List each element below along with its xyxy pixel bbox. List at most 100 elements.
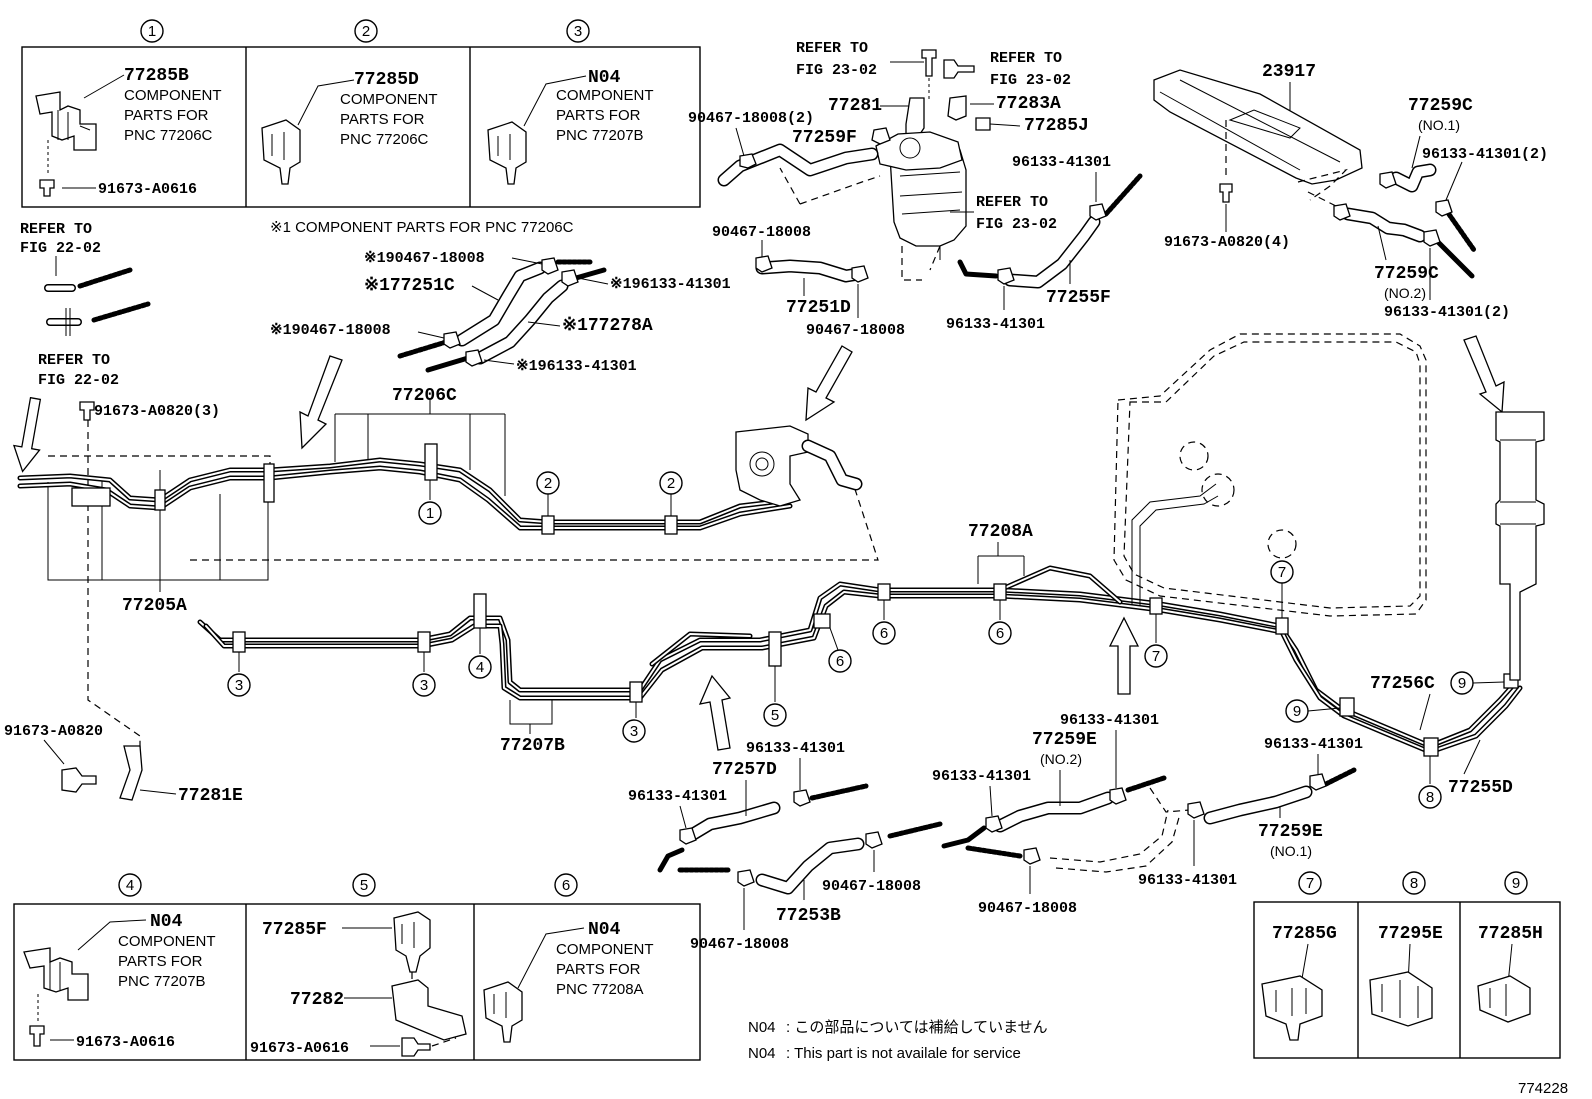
clip-77285j-shape <box>975 117 991 131</box>
label-90467-18008-e: 90467-18008 <box>978 900 1077 917</box>
label-77283a: 77283A <box>996 94 1061 114</box>
svg-text:4: 4 <box>476 659 484 676</box>
figure-number: 774228 <box>1518 1080 1568 1097</box>
part-77285h-label: 77285H <box>1478 924 1543 944</box>
label-23917: 23917 <box>1262 62 1316 82</box>
label-s-96133-41301-a: ※196133-41301 <box>610 276 731 293</box>
callout-9-a: 9 <box>1285 699 1341 723</box>
label-77259c-b-sub: (NO.2) <box>1384 285 1426 301</box>
svg-text:6: 6 <box>562 877 570 894</box>
label-96133-41301-c: 96133-41301 <box>628 788 727 805</box>
detail-2: 77285D COMPONENT PARTS FOR PNC 77206C <box>261 70 438 185</box>
label-90467-18008-b: 90467-18008 <box>806 322 905 339</box>
label-96133-41301-f: 96133-41301 <box>1060 712 1159 729</box>
hose-clip-icon <box>997 267 1015 285</box>
callout-1-pipe: 1 <box>418 480 442 525</box>
bracket-77281e-shape <box>119 745 143 801</box>
bottom-detail-panel-right: 7 8 9 77285G 77295E 77285H <box>1253 871 1561 1059</box>
arrow-to-filter <box>805 345 853 422</box>
label-77208a: 77208A <box>968 522 1033 542</box>
part-77285d-label: 77285D <box>354 70 419 90</box>
svg-text:9: 9 <box>1293 703 1301 720</box>
filter-body-shape <box>889 149 967 247</box>
label-77255d: 77255D <box>1448 778 1513 798</box>
bolt-icon <box>1219 183 1233 203</box>
d3-line-2: PARTS FOR <box>556 107 641 124</box>
label-77257d: 77257D <box>712 760 777 780</box>
callout-2-pipe-a: 2 <box>536 471 560 516</box>
svg-text:3: 3 <box>630 723 638 740</box>
clamp-77295e-shape <box>1369 971 1433 1027</box>
label-96133-41301-a: 96133-41301 <box>1012 154 1111 171</box>
arrow-up-left <box>698 674 732 751</box>
svg-text:6: 6 <box>836 653 844 670</box>
bracket-77281e: 91673-A0820 77281E <box>4 723 243 806</box>
callout-6-a: 6 <box>828 627 852 673</box>
svg-text:4: 4 <box>126 877 134 894</box>
callout-6-c: 6 <box>988 600 1012 645</box>
callout-3-b: 3 <box>412 652 436 697</box>
bolt-icon <box>61 767 97 793</box>
label-96133-41301-g: 96133-41301 <box>1138 872 1237 889</box>
label-77205a: 77205A <box>122 596 187 616</box>
hose-clip-icon <box>737 869 755 887</box>
svg-text:1: 1 <box>426 505 434 522</box>
label-77259e-b-sub: (NO.1) <box>1270 843 1312 859</box>
label-77259f: 77259F <box>792 128 857 148</box>
d6-line-2: PARTS FOR <box>556 961 641 978</box>
svg-text:3: 3 <box>574 23 582 40</box>
part-77285g-label: 77285G <box>1272 924 1337 944</box>
part-n04-label-d4: N04 <box>150 912 183 932</box>
hose-clip-icon <box>1089 203 1107 221</box>
detail-8: 77295E <box>1369 924 1443 1027</box>
svg-text:6: 6 <box>880 625 888 642</box>
fuel-filter-assembly: REFER TO FIG 23-02 REFER TO FIG 23-02 77… <box>688 40 1143 339</box>
label-s-90467-18008-b: ※190467-18008 <box>270 322 391 339</box>
hose-clip-icon <box>793 789 811 807</box>
svg-text:FIG 23-02: FIG 23-02 <box>976 216 1057 233</box>
label-77253b: 77253B <box>776 906 841 926</box>
hose-clip-icon <box>1333 203 1351 221</box>
callout-2-pipe-b: 2 <box>659 471 683 516</box>
label-96133-41301-d: 96133-41301 <box>746 740 845 757</box>
d4-line-3: PNC 77207B <box>118 973 206 990</box>
svg-text:REFER TO: REFER TO <box>796 40 868 57</box>
note-code-2: N04 <box>748 1045 776 1062</box>
svg-text:9: 9 <box>1458 675 1466 692</box>
svg-text:7: 7 <box>1306 875 1314 892</box>
refer-left: REFER TO FIG 22-02 REFER TO FIG 22-02 <box>12 221 151 473</box>
part-77295e-label: 77295E <box>1378 924 1443 944</box>
clamp-n04-shape <box>487 121 527 185</box>
detail-1: 77285B COMPONENT PARTS FOR PNC 77206C 91… <box>35 66 222 198</box>
svg-text:7: 7 <box>1278 564 1286 581</box>
detail-7: 77285G <box>1261 924 1337 1041</box>
fuel-tank-outline <box>1113 333 1427 617</box>
callout-4: 4 <box>468 628 492 679</box>
note-text-1: : この部品については補給していません <box>786 1019 1048 1036</box>
d4-line-1: COMPONENT <box>118 933 216 950</box>
callout-3-a: 3 <box>227 652 251 697</box>
d1-line-3: PNC 77206C <box>124 127 213 144</box>
callout-9-b: 9 <box>1450 671 1505 695</box>
label-77281: 77281 <box>828 96 882 116</box>
arrow-up-right <box>1108 616 1140 695</box>
svg-text:3: 3 <box>420 677 428 694</box>
arrow-down-right <box>1463 335 1505 414</box>
bolt-icon <box>39 179 55 197</box>
detail-9: 77285H <box>1477 924 1543 1023</box>
hose-clip-icon <box>1435 199 1453 217</box>
label-77206c: 77206C <box>392 386 457 406</box>
d3-line-3: PNC 77207B <box>556 127 644 144</box>
label-s-77278a: ※177278A <box>562 316 653 336</box>
d2-line-3: PNC 77206C <box>340 131 429 148</box>
svg-text:3: 3 <box>235 677 243 694</box>
svg-text:2: 2 <box>362 23 370 40</box>
label-96133-41301-h: 96133-41301 <box>1264 736 1363 753</box>
svg-text:REFER TO: REFER TO <box>38 352 110 369</box>
hose-clip-icon <box>865 831 883 849</box>
label-77259e-a-sub: (NO.2) <box>1040 751 1082 767</box>
callout-9-bottom: 9 <box>1504 871 1528 895</box>
hose-clip-icon <box>1187 801 1205 819</box>
bolt-icon <box>921 49 937 77</box>
label-96133-41301-2b: 96133-41301(2) <box>1384 304 1510 321</box>
